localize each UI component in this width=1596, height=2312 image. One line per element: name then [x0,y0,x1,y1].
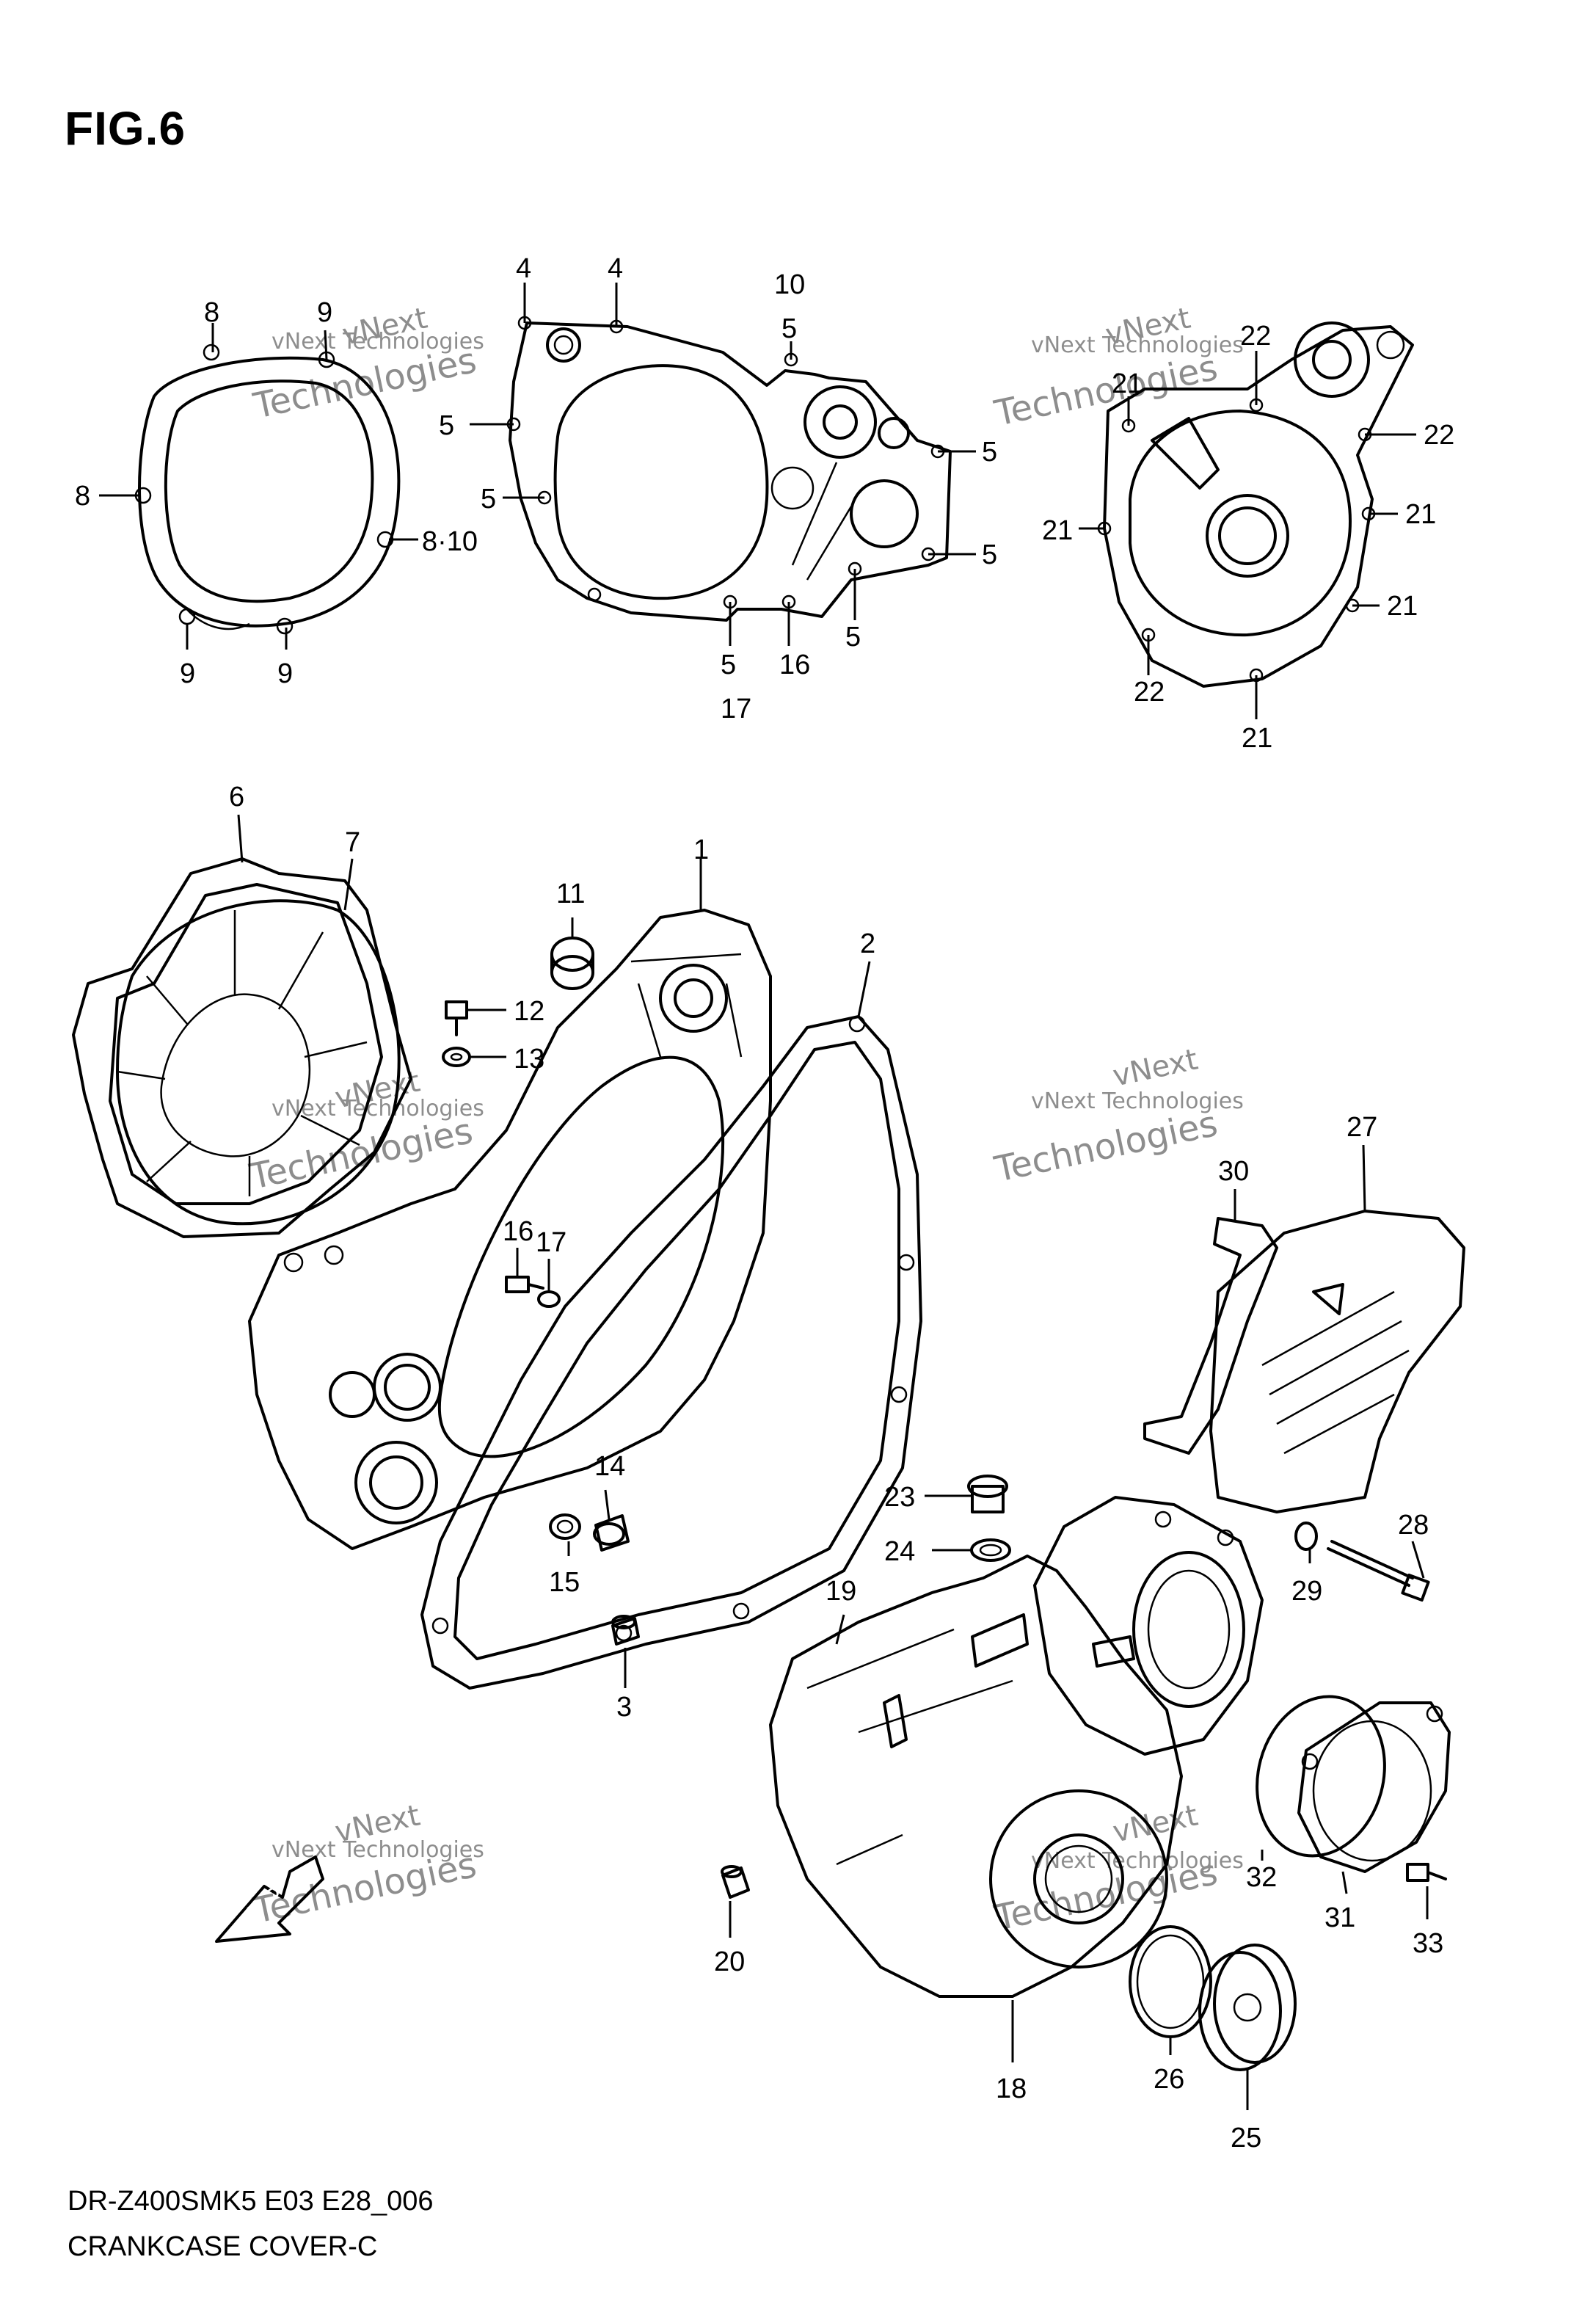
outer-clutch-cover [72,857,412,1238]
callout-label: 5 [781,313,797,344]
callout-label: 22 [1134,677,1165,708]
watermark-company: vNext Technologies [272,1096,484,1122]
callout-label: 24 [884,1536,915,1567]
callout-label: 12 [514,996,544,1027]
callout-label: 5 [982,539,997,570]
callout-label: 5 [481,484,496,515]
watermark-tech: Technologies [991,1103,1221,1190]
callout-label: 28 [1398,1510,1429,1541]
callout-label: 4 [516,253,531,284]
washer-13 [442,1047,471,1067]
callout-label: 10 [774,269,805,300]
callout-label: 21 [1042,515,1073,546]
callout-label: 8 [204,297,219,328]
callouts: 8 9 8 8·10 9 9 4 4 10 5 5 5 5 5 5 5 16 1… [75,253,1454,2153]
callout-label: 9 [317,297,332,328]
callout-label: 9 [277,658,293,689]
callout-label: 1 [693,835,709,865]
callout-label: 29 [1291,1576,1322,1607]
starter-housing [1033,1496,1264,1756]
bolt-28 [1327,1540,1430,1602]
callout-label: 26 [1154,2064,1184,2095]
o-ring-32 [1256,1695,1386,1858]
callout-label: 2 [860,928,875,959]
callout-label: 11 [556,879,585,909]
bolt-16 [505,1276,544,1293]
watermark-brand: vNext [1110,1042,1201,1093]
bolt-12 [445,1000,468,1036]
watermark-company: vNext Technologies [1031,332,1244,358]
callout-label: 31 [1324,1902,1355,1933]
callout-label: 21 [1387,591,1418,622]
callout-label: 20 [714,1946,745,1977]
outer-cover-gasket [116,899,401,1226]
callout-label: 4 [608,253,623,284]
callout-label: 21 [1112,368,1143,399]
dowel-pin-20 [721,1865,750,1899]
callout-label: 16 [503,1216,533,1247]
right-crankcase-cover [769,1555,1183,1998]
cover-31 [1297,1701,1451,1873]
callout-label: 33 [1413,1928,1443,1959]
watermark-company: vNext Technologies [272,329,484,355]
o-ring-26 [1129,1925,1212,2038]
callout-label: 22 [1424,420,1454,451]
dowel-pin-3 [611,1615,640,1646]
watermark-company: vNext Technologies [272,1837,484,1863]
bolt-33 [1406,1863,1447,1882]
watermarks: vNext vNext Technologies Technologies vN… [246,301,1244,1938]
callout-label: 32 [1246,1862,1277,1893]
callout-label: 8·10 [422,526,478,557]
callout-label: 30 [1218,1156,1249,1187]
callout-label: 15 [549,1567,580,1598]
callout-label: 3 [616,1692,632,1723]
watermark-company: vNext Technologies [1031,1848,1244,1874]
callout-label: 21 [1242,723,1272,754]
sprocket-cover-27 [1209,1210,1465,1513]
callout-label: 8 [75,481,90,512]
washer-29 [1294,1522,1318,1551]
callout-label: 5 [845,622,861,652]
bracket-30 [1143,1217,1278,1455]
diagram-name: CRANKCASE COVER-C [68,2231,378,2262]
watermark-brand: vNext [1110,1798,1201,1849]
callout-label: 9 [180,658,195,689]
oil-seal-11 [550,937,594,990]
inner-clutch-cover [248,909,772,1550]
clutch-cover [506,316,952,622]
callout-label: 5 [982,437,997,468]
callout-label: 6 [229,782,244,813]
callout-label: 5 [721,650,736,680]
leader-lines [99,283,1429,2110]
washer-17 [537,1290,561,1308]
callout-label: 14 [594,1451,625,1482]
callout-label: 23 [884,1482,915,1513]
callout-label: 19 [826,1576,856,1607]
callout-label: 27 [1347,1112,1377,1143]
plug-14 [593,1514,630,1552]
callout-label: 17 [536,1227,566,1258]
callout-label: 13 [514,1044,544,1075]
callout-label: 5 [439,410,454,441]
figure-title: FIG.6 [65,102,186,155]
callout-label: 22 [1240,321,1271,352]
callout-label: 17 [721,694,751,724]
oil-filler-plug-23 [967,1475,1008,1513]
inner-cover-gasket [420,1015,922,1690]
watermark-company: vNext Technologies [1031,1088,1244,1114]
model-code: DR-Z400SMK5 E03 E28_006 [68,2186,434,2217]
plug-25 [1198,1944,1297,2071]
callout-label: 18 [996,2073,1027,2104]
o-ring-24 [970,1538,1011,1562]
o-ring-15 [549,1513,581,1540]
callout-label: 16 [779,650,810,680]
callout-label: 25 [1231,2123,1261,2153]
callout-label: 21 [1405,499,1436,530]
callout-label: 7 [345,827,360,858]
